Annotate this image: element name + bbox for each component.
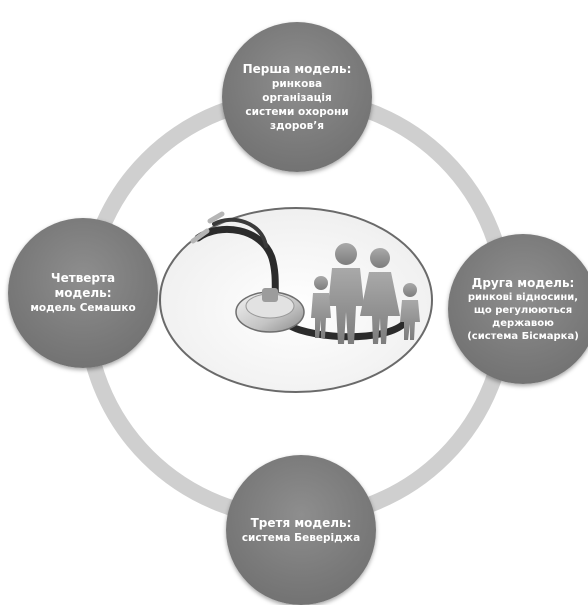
node-text: модель Семашко xyxy=(30,302,136,314)
node-text: що регулюються xyxy=(473,304,573,316)
node-text: організація xyxy=(262,91,332,104)
node-title: Друга модель: xyxy=(471,275,575,290)
node-text: ринкові відносини, xyxy=(467,291,579,303)
node-title: Четверта модель: xyxy=(50,271,116,300)
model-node-third: Третя модель: система Беверіджа xyxy=(226,455,376,605)
node-title: Перша модель: xyxy=(242,61,352,76)
stethoscope-and-family-icon xyxy=(190,211,420,344)
model-node-second: Друга модель: ринкові відносини, що регу… xyxy=(448,234,588,384)
node-title: Третя модель: xyxy=(250,515,352,530)
node-text: (система Бісмарка) xyxy=(467,330,579,342)
node-text: державою xyxy=(492,317,554,329)
node-text: ринкова xyxy=(271,77,323,90)
node-text: здоров’я xyxy=(270,119,324,132)
model-node-fourth: Четверта модель: модель Семашко xyxy=(8,218,158,368)
node-text: система Беверіджа xyxy=(241,531,361,544)
node-text: системи охорони xyxy=(245,105,349,118)
model-node-first: Перша модель: ринкова організація систем… xyxy=(222,22,372,172)
